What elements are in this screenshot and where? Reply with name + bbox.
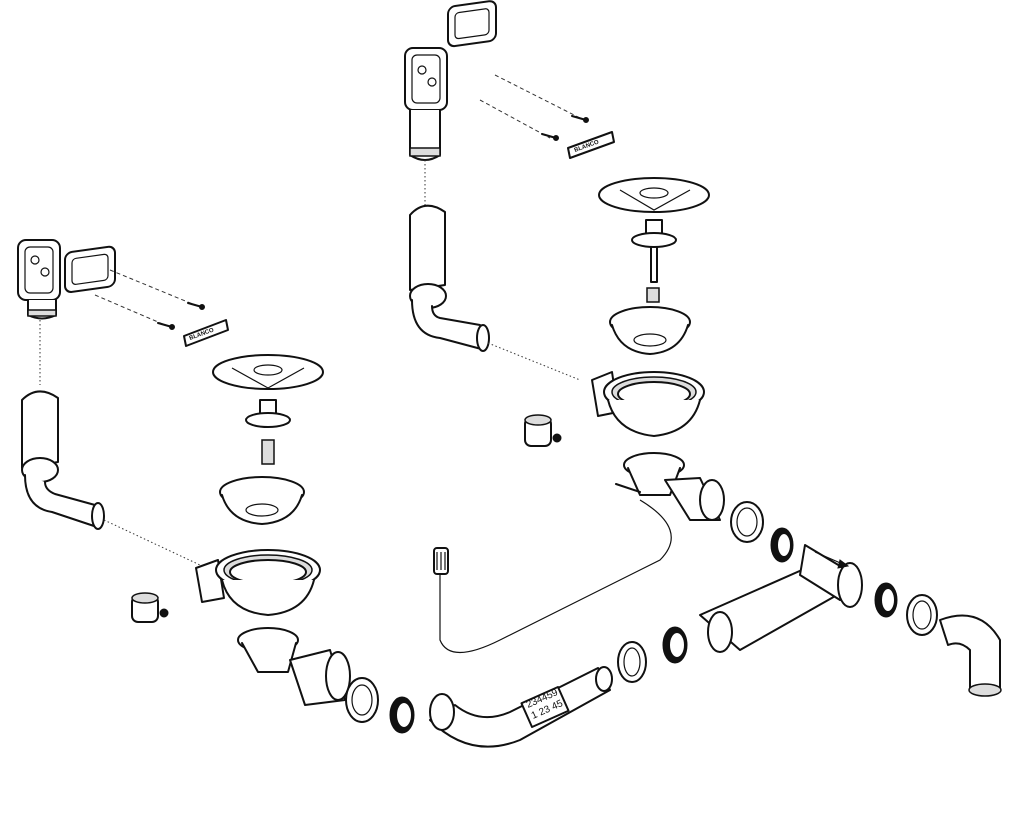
- waste-outlet-right: [591, 371, 705, 437]
- basket-left: [219, 476, 305, 525]
- seal-right-3: [662, 626, 688, 664]
- overflow-pipe-right: [409, 204, 490, 352]
- screw-left-1: [187, 302, 205, 310]
- overflow-head-right: [404, 0, 497, 161]
- strainer-plug-left: [212, 354, 324, 465]
- nut-right-1: [730, 501, 764, 543]
- lever-housing-left: [237, 627, 351, 706]
- nut-right-3: [617, 641, 647, 683]
- overflow-pipe-left: [21, 390, 105, 530]
- nut-left-1: [345, 677, 379, 723]
- basket-right: [609, 306, 691, 355]
- screw-right-1: [571, 115, 589, 123]
- seal-left-1: [389, 696, 415, 734]
- screw-left-2: [157, 322, 175, 330]
- pipe-label: 234459 1 23 45: [520, 685, 570, 729]
- overflow-connector-left: [131, 592, 169, 623]
- seal-right-2: [874, 582, 898, 618]
- screw-right-2: [541, 133, 559, 141]
- lever-housing-right: [615, 452, 725, 521]
- nut-right-2: [906, 594, 938, 636]
- overflow-head-left: [17, 239, 116, 320]
- elbow-outlet: [939, 614, 1002, 697]
- brand-plate-left: BLANCO: [183, 319, 229, 347]
- pop-up-cable: [439, 499, 672, 653]
- t-piece: [699, 544, 863, 653]
- seal-right-1: [770, 527, 794, 563]
- brand-plate-right: BLANCO: [567, 131, 615, 159]
- pop-up-knob: [433, 547, 449, 575]
- main-drain-pipe: 234459 1 23 45: [429, 666, 613, 748]
- overflow-connector-right: [524, 414, 562, 447]
- waste-outlet-left: [195, 549, 321, 616]
- strainer-plug-right: [598, 177, 710, 303]
